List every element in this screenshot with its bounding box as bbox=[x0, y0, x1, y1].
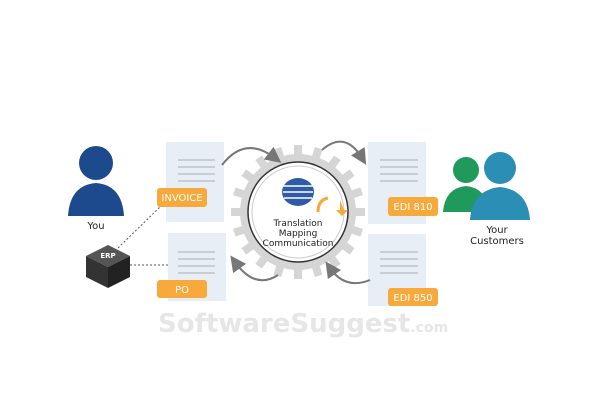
gear-tooth bbox=[241, 241, 256, 255]
gear-tooth bbox=[353, 208, 365, 216]
customers-icon bbox=[443, 152, 530, 220]
invoice-label: INVOICE bbox=[161, 193, 202, 204]
erp-cube-icon bbox=[86, 245, 130, 288]
you-person-icon bbox=[68, 146, 124, 216]
gear-tooth bbox=[349, 187, 363, 199]
edi-850-label: EDI 850 bbox=[393, 293, 432, 304]
gear-tooth bbox=[273, 263, 285, 277]
po-document bbox=[157, 233, 226, 301]
gear-tooth bbox=[327, 155, 341, 170]
erp-label: ERP bbox=[100, 252, 115, 260]
gear-tooth bbox=[349, 225, 363, 237]
flow-arrows bbox=[221, 140, 371, 284]
globe-icon bbox=[282, 178, 314, 206]
edi-810-label: EDI 810 bbox=[393, 202, 432, 213]
gear-tooth bbox=[294, 145, 302, 157]
exchange-arrows-icon bbox=[316, 196, 348, 216]
connector-line bbox=[117, 204, 163, 249]
center-label-mapping: Mapping bbox=[279, 229, 318, 239]
gear-tooth bbox=[231, 208, 243, 216]
gear-tooth bbox=[311, 263, 323, 277]
gear-tooth bbox=[311, 147, 323, 161]
gear-tooth bbox=[241, 169, 256, 183]
gear-tooth bbox=[255, 155, 269, 170]
center-circle bbox=[247, 161, 349, 263]
gear-tooth bbox=[340, 169, 355, 183]
you-label: You bbox=[86, 221, 104, 232]
customers-label-line2: Customers bbox=[470, 236, 524, 247]
edi-850-document bbox=[368, 234, 438, 306]
gear-tooth bbox=[255, 254, 269, 269]
po-label: PO bbox=[175, 285, 189, 296]
edi-810-document bbox=[368, 142, 438, 224]
gear-tooth bbox=[233, 225, 247, 237]
gear-tooth bbox=[340, 241, 355, 255]
gear-tooth bbox=[294, 267, 302, 279]
center-label-communication: Communication bbox=[263, 239, 334, 249]
gear-tooth bbox=[233, 187, 247, 199]
invoice-document bbox=[157, 142, 224, 222]
customers-label-line1: Your bbox=[485, 225, 508, 236]
watermark: SoftwareSuggest.com bbox=[158, 309, 448, 339]
center-label-translation: Translation bbox=[272, 219, 322, 229]
